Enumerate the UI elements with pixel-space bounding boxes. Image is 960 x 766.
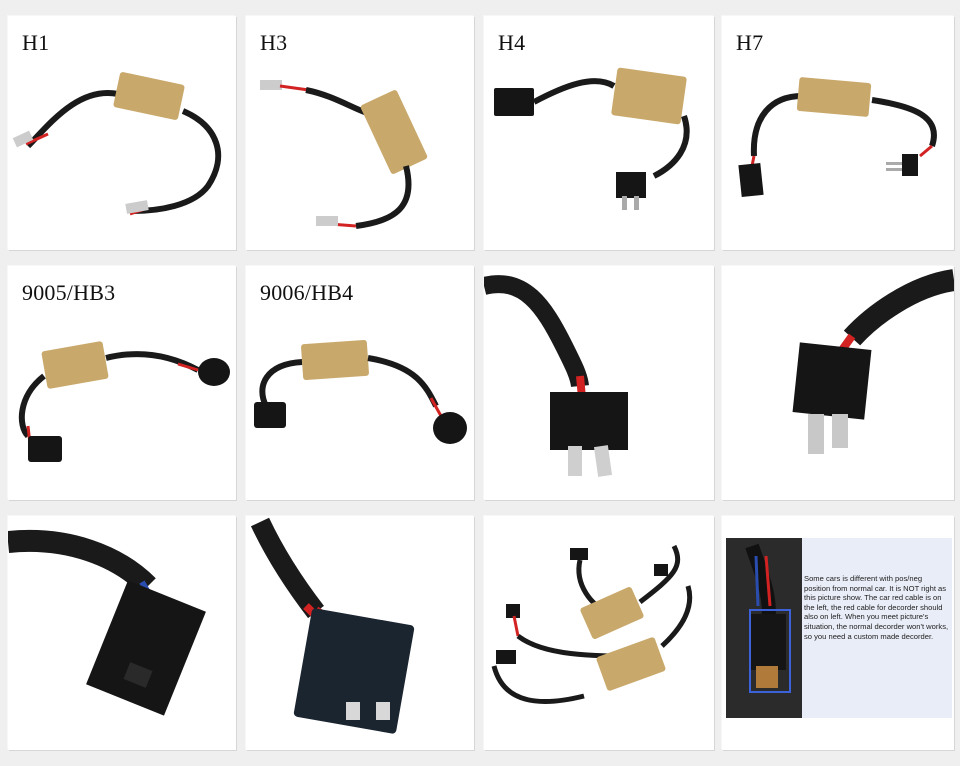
9005-decoder-image [18,341,230,462]
cell-label: 9005/HB3 [22,280,116,305]
decoder-pair-image [491,544,693,705]
cell-h3: H3 [246,16,474,250]
cell-label: H3 [260,30,288,55]
cell-closeup-2 [722,266,954,500]
polarity-note-text: Some cars is different with pos/neg posi… [804,574,949,641]
h1-decoder-image [12,72,222,216]
h4-connector-closeup-image [484,275,628,477]
cell-label: 9006/HB4 [260,280,354,305]
h4-socket-closeup-image [792,269,954,454]
cell-h7: H7 [722,16,954,250]
cell-h4: H4 [484,16,714,250]
cell-label: H7 [736,30,764,55]
h4-decoder-image [494,67,690,210]
cell-label: H4 [498,30,526,55]
cell-closeup-4 [246,516,474,750]
cell-closeup-1 [484,266,714,500]
h7-plug-closeup-image [250,517,415,734]
cell-pair [484,516,714,750]
h3-decoder-image [260,80,428,229]
cell-h1: H1 [8,16,236,250]
9006-decoder-image [254,339,467,444]
h7-connector-closeup-image [8,530,206,716]
polarity-note-panel: Some cars is different with pos/neg posi… [722,516,954,750]
cell-closeup-3 [8,516,236,750]
cell-note: Some cars is different with pos/neg posi… [722,516,954,750]
cell-label: H1 [22,30,50,55]
polarity-photo [726,538,952,718]
cell-9006: 9006/HB4 [246,266,474,500]
cell-9005: 9005/HB3 [8,266,236,500]
h7-decoder-image [738,77,937,198]
